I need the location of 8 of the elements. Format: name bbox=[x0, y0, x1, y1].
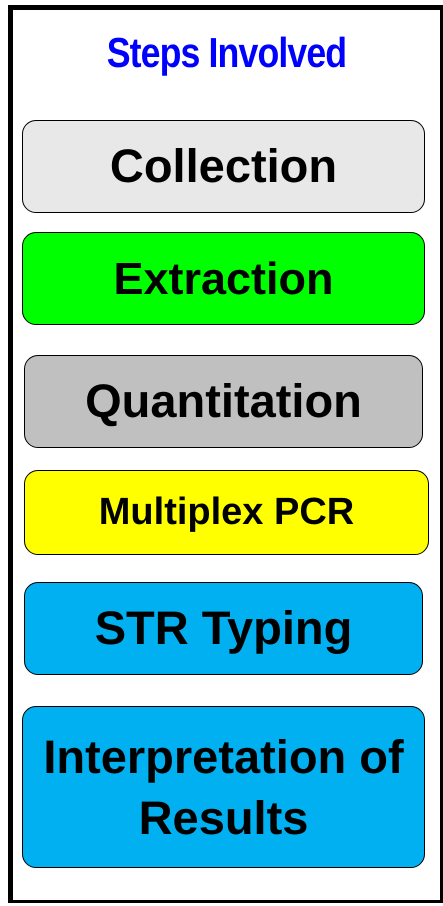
frame-panel bbox=[8, 5, 443, 903]
step-box: STR Typing bbox=[24, 582, 423, 675]
step-box: Quantitation bbox=[24, 355, 423, 448]
step-box: Collection bbox=[22, 120, 425, 213]
step-box: Extraction bbox=[22, 232, 425, 325]
step-box: Interpretation of Results bbox=[22, 706, 425, 868]
title: Steps Involved bbox=[106, 32, 348, 74]
step-box: Multiplex PCR bbox=[24, 470, 429, 555]
